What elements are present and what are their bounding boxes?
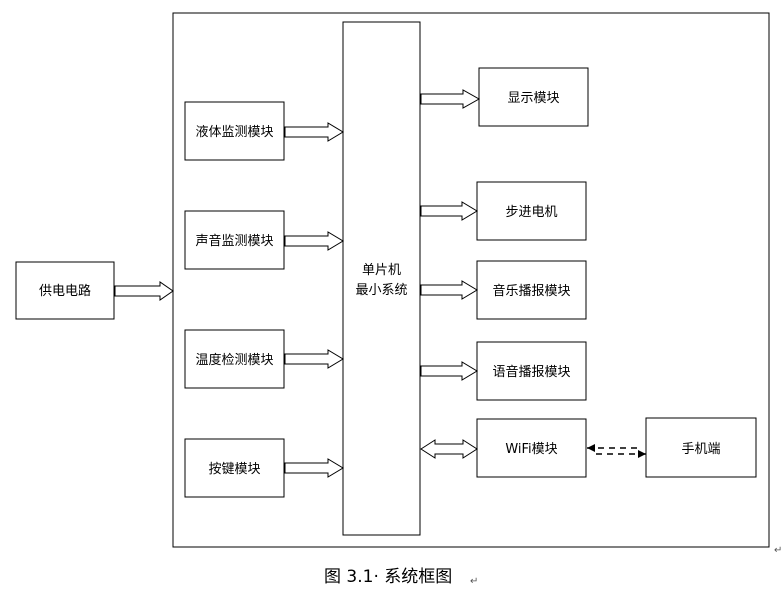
sound-node-box [184, 210, 285, 270]
wifi-side-arrowhead [587, 444, 595, 452]
figure-caption: 图 3.1· 系统框图 [324, 567, 452, 587]
sound-node-label: 声音监测模块 [195, 233, 273, 249]
mcu-to-stepper-arrow [420, 201, 478, 221]
mcu-node-label-line1: 单片机 [362, 263, 401, 278]
mcu-to-music-arrow [420, 280, 478, 300]
phone-node-box [645, 417, 757, 478]
wifi-node-label: WiFi模块 [505, 442, 557, 457]
mcu-node-label-line2: 最小系统 [355, 283, 407, 298]
key-to-mcu-arrow [284, 458, 344, 478]
mcu-to-voice-arrow [420, 361, 478, 381]
music-node-label: 音乐播报模块 [492, 283, 570, 299]
temp-node-box [184, 329, 285, 389]
power-node-box [15, 261, 115, 320]
key-node-box [184, 438, 285, 498]
mcu-to-display-arrow [420, 89, 481, 109]
music-node-box [476, 260, 587, 320]
voice-node-box [476, 341, 587, 401]
power-node-label: 供电电路 [39, 283, 91, 299]
voice-node-label: 语音播报模块 [492, 364, 570, 380]
liquid-to-mcu-arrow [284, 122, 344, 142]
mcu-wifi-double-arrow [420, 439, 478, 459]
key-node-label: 按键模块 [208, 462, 260, 477]
sound-to-mcu-arrow [284, 231, 344, 251]
liquid-node-box [184, 101, 285, 161]
temp-to-mcu-arrow [284, 349, 344, 369]
phone-node-label: 手机端 [681, 442, 720, 457]
mcu-node-box [342, 21, 421, 536]
stepper-node-label: 步进电机 [505, 205, 557, 220]
caption-return-mark: ↵ [470, 576, 478, 587]
phone-side-arrowhead [638, 450, 646, 458]
wifi-node-box [476, 418, 587, 478]
display-node-box [478, 67, 589, 127]
display-node-label: 显示模块 [507, 91, 559, 106]
corner-return-mark: ↵ [774, 545, 782, 556]
liquid-node-label: 液体监测模块 [195, 125, 273, 140]
system-frame [172, 12, 770, 548]
power-to-frame-arrow [114, 281, 174, 301]
temp-node-label: 温度检测模块 [195, 352, 273, 368]
